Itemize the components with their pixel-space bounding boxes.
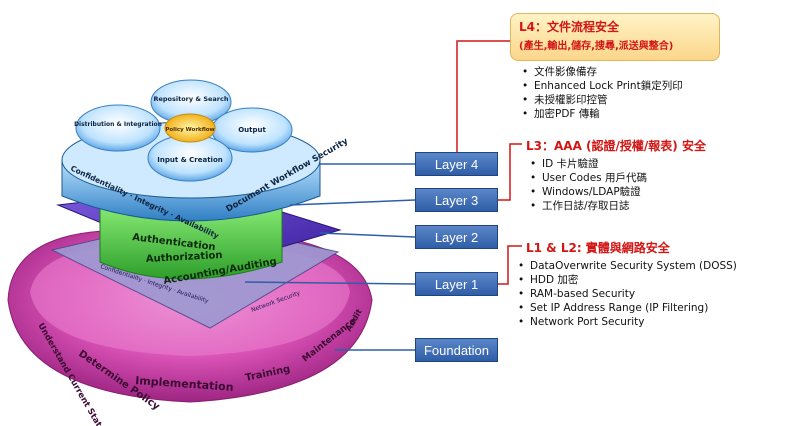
petal-repository: Repository & Search bbox=[153, 95, 228, 103]
petal-distribution: Distribution & Integration bbox=[74, 121, 162, 128]
list-item: Enhanced Lock Print鎖定列印 bbox=[522, 79, 683, 93]
list-item: HDD 加密 bbox=[518, 273, 737, 287]
layer2-button[interactable]: Layer 2 bbox=[415, 225, 498, 249]
l3-list: ID 卡片驗證 User Codes 用戶代碼 Windows/LDAP驗證 工… bbox=[530, 157, 647, 213]
list-item: 加密PDF 傳輸 bbox=[522, 107, 683, 121]
l12-title: L1 & L2: 實體與網路安全 bbox=[526, 241, 670, 255]
workflow-petals: Repository & Search Distribution & Integ… bbox=[74, 79, 293, 182]
list-item: Network Port Security bbox=[518, 315, 737, 329]
l3-title: L3：AAA (認證/授權/報表) 安全 bbox=[526, 139, 706, 153]
l4-subtitle: (產生,輸出,儲存,搜尋,派送與整合) bbox=[519, 41, 674, 52]
layer3-button[interactable]: Layer 3 bbox=[415, 188, 498, 212]
l12-list: DataOverwrite Security System (DOSS) HDD… bbox=[518, 259, 737, 329]
layer4-button[interactable]: Layer 4 bbox=[415, 152, 498, 176]
layer1-button[interactable]: Layer 1 bbox=[415, 272, 498, 296]
l4-list: 文件影像備存 Enhanced Lock Print鎖定列印 未授權影印控管 加… bbox=[522, 65, 683, 121]
list-item: 工作日誌/存取日誌 bbox=[530, 199, 647, 213]
petal-policy: Policy Workflow bbox=[165, 127, 214, 133]
red-connectors bbox=[456, 40, 522, 285]
list-item: ID 卡片驗證 bbox=[530, 157, 647, 171]
petal-input: Input & Creation bbox=[157, 156, 223, 164]
l4-callout: L4：文件流程安全 (產生,輸出,儲存,搜尋,派送與整合) bbox=[510, 13, 720, 61]
petal-output: Output bbox=[238, 126, 266, 134]
list-item: User Codes 用戶代碼 bbox=[530, 171, 647, 185]
l4-title: L4：文件流程安全 bbox=[519, 20, 619, 34]
layer3-text-2: Authorization bbox=[146, 250, 223, 265]
list-item: DataOverwrite Security System (DOSS) bbox=[518, 259, 737, 273]
foundation-button[interactable]: Foundation bbox=[415, 338, 498, 362]
list-item: 未授權影印控管 bbox=[522, 93, 683, 107]
list-item: Set IP Address Range (IP Filtering) bbox=[518, 301, 737, 315]
list-item: RAM-based Security bbox=[518, 287, 737, 301]
list-item: Windows/LDAP驗證 bbox=[530, 185, 647, 199]
list-item: 文件影像備存 bbox=[522, 65, 683, 79]
connector-lines bbox=[244, 163, 416, 351]
